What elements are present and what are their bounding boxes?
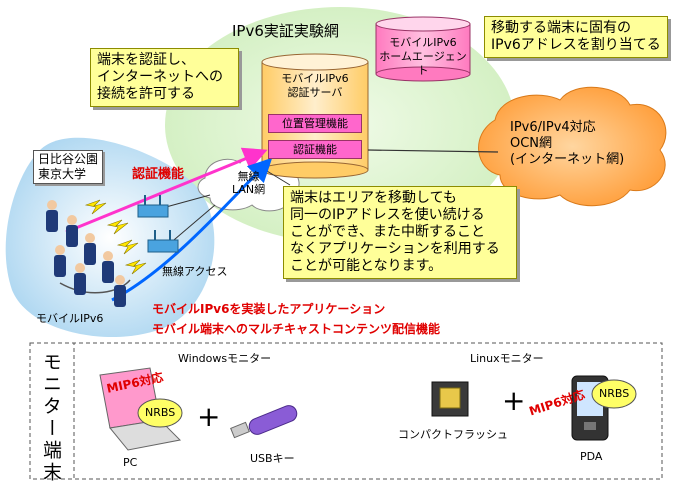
monitor-box <box>29 342 663 480</box>
wlan-label: 無線 LAN網 <box>232 170 266 196</box>
signal-bolts <box>84 199 147 275</box>
plus-2: + <box>502 384 526 417</box>
mobile-arrow <box>111 157 273 302</box>
link-ap2-wlan <box>167 204 216 246</box>
ocn-label: IPv6/IPv4対応 OCN網 (インターネット網) <box>510 120 625 167</box>
linux-monitor-label: Linuxモニター <box>470 352 544 365</box>
pc-label: PC <box>123 456 138 469</box>
park-label: 日比谷公園 東京大学 <box>33 150 104 184</box>
windows-monitor-label: Windowsモニター <box>178 352 272 365</box>
link-server-ocn <box>367 149 499 153</box>
usb-key-icon <box>230 405 298 439</box>
nrbs-pda-badge <box>591 379 637 409</box>
location-mgmt-func: 位置管理機能 <box>268 114 362 133</box>
mobile-ipv6-label: モバイルIPv6 <box>36 312 104 325</box>
auth-func: 認証機能 <box>268 140 362 159</box>
monitor-title: モニター端末 <box>40 352 62 484</box>
pda-label: PDA <box>580 450 603 463</box>
callout-auth: 端末を認証し、 インターネットへの 接続を許可する <box>90 48 239 107</box>
auth-server-title: モバイルIPv6 認証サーバ <box>281 72 349 99</box>
access-point-2-icon <box>147 230 179 253</box>
callout-fixed-ip: 移動する端末に固有の IPv6アドレスを割り当てる <box>484 16 668 58</box>
people-icons <box>46 200 126 307</box>
access-point-1-icon <box>137 195 169 218</box>
wireless-access-label: 無線アクセス <box>162 265 228 278</box>
nrbs-pda-text: NRBS <box>599 387 630 400</box>
usb-label: USBキー <box>250 452 295 465</box>
plus-1: + <box>197 400 221 433</box>
app-line-2: モバイル端末へのマルチキャストコンテンツ配信機能 <box>152 322 441 336</box>
auth-arrow <box>65 147 268 234</box>
auth-label: 認証機能 <box>132 167 185 182</box>
compactflash-label: コンパクトフラッシュ <box>398 428 508 441</box>
ocn-cloud <box>478 86 667 207</box>
park-area <box>5 137 215 338</box>
home-agent-label: モバイルIPv6 ホームエージェント <box>379 36 467 77</box>
move-arrow <box>59 279 131 294</box>
monitor-title-box <box>29 342 75 480</box>
app-line-1: モバイルIPv6を実装したアプリケーション <box>152 302 386 316</box>
nrbs-pc-badge <box>137 398 183 428</box>
compactflash-icon <box>431 381 469 417</box>
network-title: IPv6実証実験網 <box>232 22 339 40</box>
nrbs-pc-text: NRBS <box>145 406 176 419</box>
callout-mobility: 端末はエリアを移動しても 同一のIPアドレスを使い続ける ことができ、また中断す… <box>283 186 517 279</box>
